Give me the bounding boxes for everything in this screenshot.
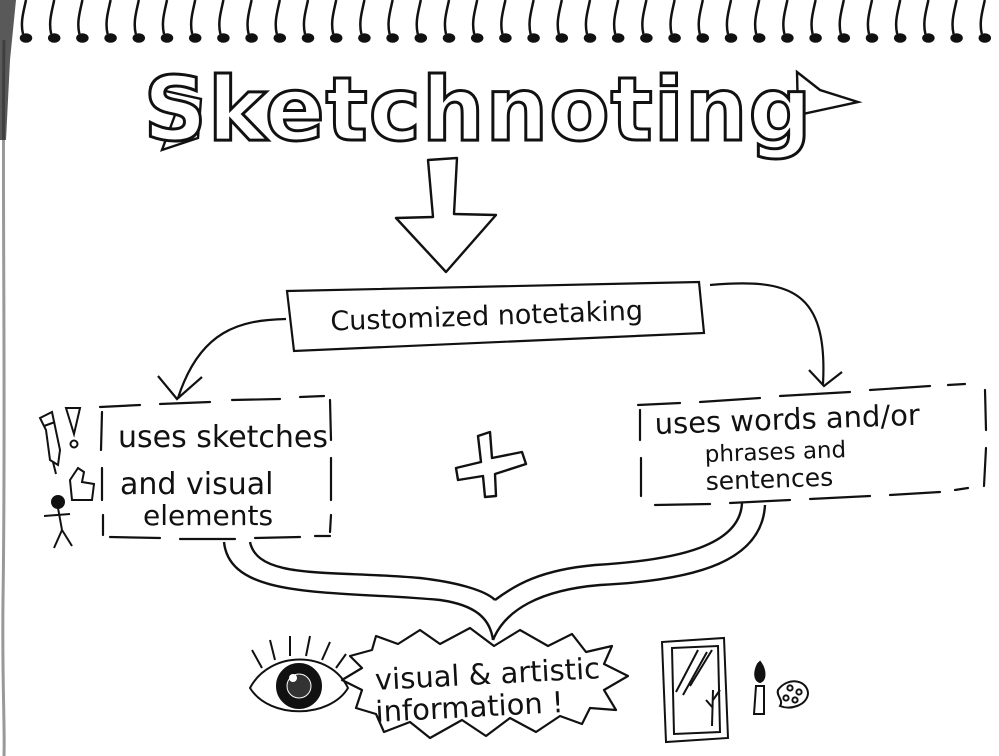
eye-icon <box>248 635 350 713</box>
spiral-hole <box>188 33 202 43</box>
spiral-coil <box>782 0 789 35</box>
pencil-icon <box>38 410 62 475</box>
spiral-coil <box>387 0 394 35</box>
spiral-coil <box>528 0 535 35</box>
left-curved-arrow-icon <box>157 317 287 401</box>
spiral-coil <box>697 0 705 35</box>
spiral-hole <box>752 33 766 43</box>
spiral-coil <box>556 0 564 35</box>
spiral-hole <box>329 33 343 43</box>
spiral-coil <box>246 0 253 35</box>
spiral-hole <box>160 33 174 43</box>
right-banner-icon <box>795 69 863 117</box>
spiral-hole <box>273 33 287 43</box>
spiral-coil <box>105 0 112 35</box>
left-node-line-2: and visual <box>120 467 273 502</box>
spiral-hole <box>865 33 879 43</box>
spiral-coil <box>866 0 874 35</box>
spiral-coil <box>923 0 930 35</box>
spiral-coil <box>584 0 592 35</box>
right-node: uses words and/or phrases and sentences <box>636 382 988 507</box>
spiral-coil <box>838 0 846 35</box>
spiral-coil <box>189 0 197 35</box>
spiral-coil <box>359 0 366 35</box>
spiral-coil <box>951 0 958 35</box>
spiral-hole <box>132 33 146 43</box>
spiral-hole <box>724 33 738 43</box>
spiral-hole <box>386 33 399 43</box>
spiral-hole <box>47 33 61 43</box>
spiral-hole <box>414 33 428 43</box>
spiral-hole <box>19 33 33 43</box>
spiral-coil <box>133 0 141 35</box>
spiral-coil <box>302 0 310 35</box>
spiral-hole <box>668 33 681 43</box>
paintbrush-icon <box>752 660 766 715</box>
spiral-coil <box>753 0 761 35</box>
spiral-hole <box>470 33 484 43</box>
spiral-coil <box>725 0 733 35</box>
spiral-coil <box>415 0 423 35</box>
spiral-hole <box>245 33 258 43</box>
title: Sketchnoting <box>143 58 812 161</box>
thumbs-up-icon <box>68 466 96 501</box>
spiral-coil <box>810 0 817 35</box>
spiral-hole <box>583 33 597 43</box>
spiral-coil <box>471 0 479 35</box>
spiral-coil <box>330 0 338 35</box>
spiral-hole <box>358 33 371 43</box>
spiral-hole <box>301 33 315 43</box>
spiral-hole <box>922 33 935 43</box>
spiral-coil <box>443 0 451 35</box>
down-arrow-icon <box>394 156 498 274</box>
spiral-coil <box>500 0 507 35</box>
spiral-coil <box>669 0 676 35</box>
spiral-coil <box>894 0 902 35</box>
spiral-hole <box>499 33 512 43</box>
stick-figure-icon <box>43 495 73 549</box>
spiral-hole <box>809 33 822 43</box>
window-icon <box>660 636 730 744</box>
left-node-line-3: elements <box>143 499 273 532</box>
merge-curve-icon <box>222 502 767 641</box>
spiral-hole <box>527 33 540 43</box>
left-node-line-1: uses sketches <box>118 420 328 455</box>
spiral-hole <box>950 33 963 43</box>
left-banner-icon <box>148 86 203 152</box>
spiral-coil <box>77 0 84 35</box>
spiral-coil <box>274 0 282 35</box>
spiral-hole <box>978 33 992 43</box>
spiral-hole <box>442 33 456 43</box>
spiral-coil <box>48 0 56 35</box>
spiral-hole <box>640 33 653 43</box>
spiral-hole <box>696 33 710 43</box>
spiral-hole <box>217 33 230 43</box>
spiral-coil <box>20 0 28 35</box>
spiral-hole <box>555 33 569 43</box>
spiral-coil <box>641 0 648 35</box>
spiral-hole <box>611 33 625 43</box>
spiral-hole <box>837 33 851 43</box>
exclamation-icon <box>64 407 82 449</box>
spiral-hole <box>893 33 907 43</box>
right-node-line-3: sentences <box>705 463 833 496</box>
spiral-hole <box>781 33 794 43</box>
palette-icon <box>776 680 810 709</box>
spiral-coil <box>161 0 169 35</box>
spiral-coil <box>612 0 620 35</box>
spiral-coil <box>979 0 987 35</box>
spiral-coil <box>218 0 225 35</box>
spiral-binding <box>19 0 992 43</box>
spiral-hole <box>104 33 117 43</box>
right-node-line-2: phrases and <box>704 437 846 468</box>
spiral-hole <box>76 33 89 43</box>
right-curved-arrow-icon <box>709 282 843 388</box>
plus-icon <box>454 430 528 499</box>
left-node: uses sketches and visual elements <box>98 394 333 541</box>
